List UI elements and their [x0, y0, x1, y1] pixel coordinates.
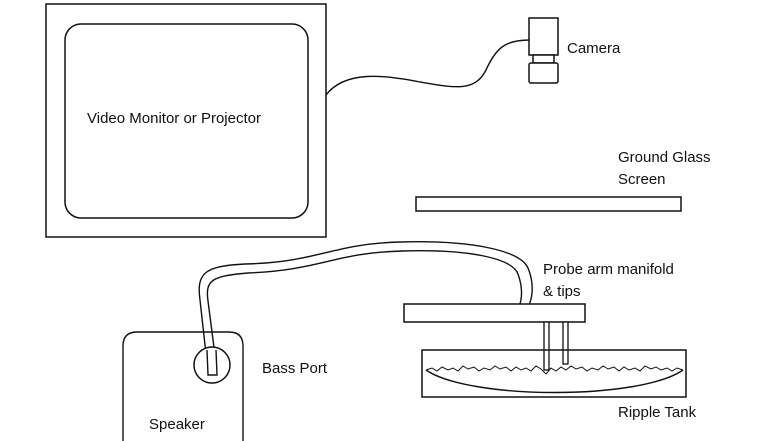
ground-glass-label-line2: Screen [618, 171, 666, 188]
ripple-tank-label: Ripple Tank [618, 404, 697, 421]
probe-arm-manifold [403, 303, 586, 323]
speaker-cabinet [122, 331, 244, 441]
ground-glass-label-line1: Ground Glass [618, 149, 711, 166]
ripple-tank-basin [425, 369, 684, 394]
camera-lens [528, 62, 559, 84]
camera-body [528, 17, 559, 56]
probe-tip-left [543, 321, 550, 371]
camera-label: Camera [567, 40, 621, 57]
bass-port-label: Bass Port [262, 360, 328, 377]
speaker-label: Speaker [149, 416, 205, 433]
probe-tip-right [562, 321, 569, 365]
water-surface [425, 365, 684, 375]
tube-end-in-port [206, 349, 218, 376]
bass-port [193, 346, 231, 384]
ripple-tank-frame [421, 349, 687, 398]
video-monitor [45, 3, 327, 238]
camera-lens-ring [532, 54, 555, 64]
monitor-camera-cable [325, 39, 531, 96]
probe-label-line1: Probe arm manifold [543, 261, 674, 278]
ripple-tank [421, 349, 687, 398]
monitor-screen [64, 23, 309, 219]
probe-label-line2: & tips [543, 283, 581, 300]
speaker [122, 331, 244, 441]
ground-glass-screen [415, 196, 682, 212]
camera-icon [528, 17, 559, 84]
air-tube [198, 241, 533, 364]
probe-tips [543, 321, 569, 371]
monitor-label: Video Monitor or Projector [87, 110, 261, 127]
